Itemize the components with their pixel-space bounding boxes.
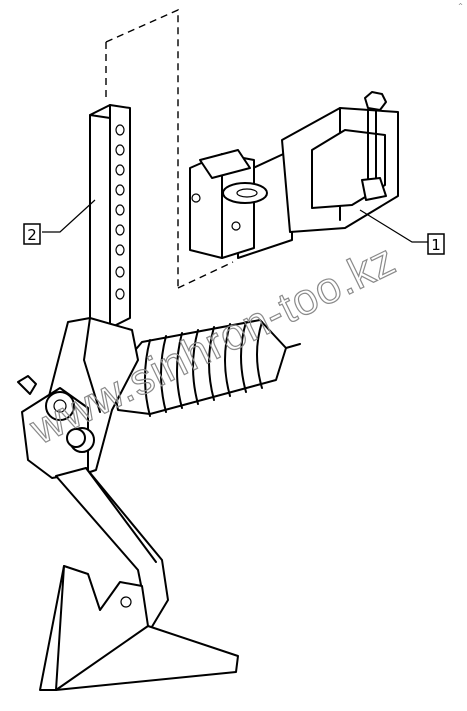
shank-holes (115, 124, 125, 300)
sweep-blade (39, 565, 239, 691)
adjustment-shank (89, 104, 131, 329)
corner-mark: ^ (458, 3, 463, 10)
clamp-bracket (189, 91, 399, 259)
pivot-holder (17, 317, 139, 479)
callout-1-label: 1 (431, 236, 441, 254)
assembly-guide-line (105, 8, 234, 289)
callout-2: 2 (23, 199, 96, 245)
compression-spring (99, 319, 301, 417)
callout-2-label: 2 (27, 226, 37, 244)
callout-1: 1 (359, 209, 445, 255)
